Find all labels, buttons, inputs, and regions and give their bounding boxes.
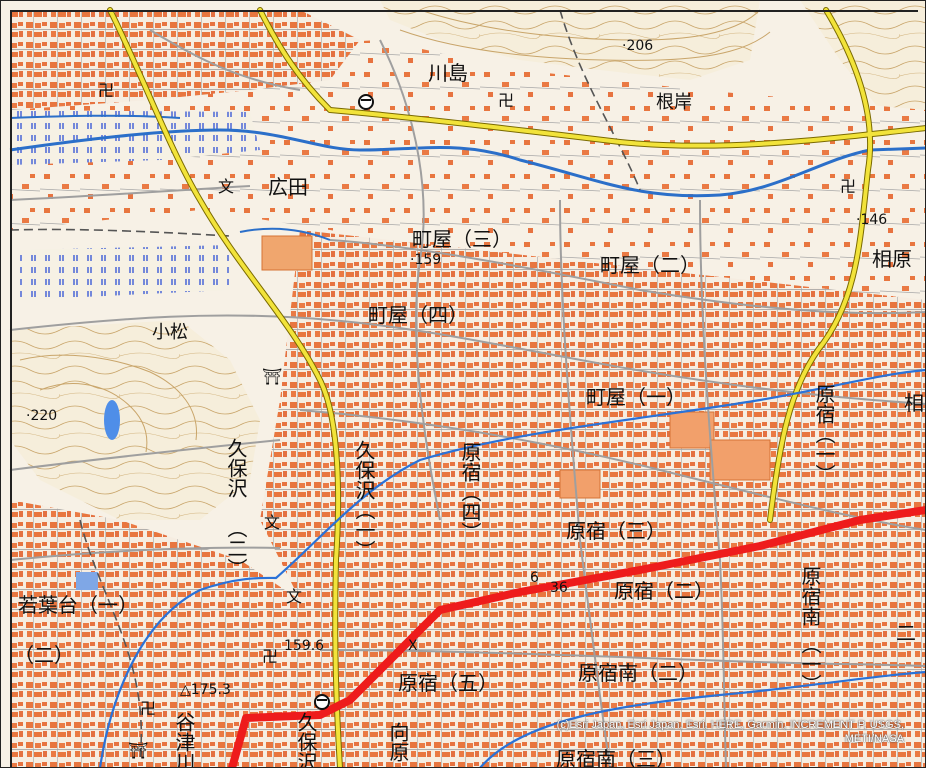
label-wakabadai-1: 若葉台（一） bbox=[18, 593, 138, 617]
label-machiya-1: 町屋（一） bbox=[586, 385, 686, 409]
label-harajukuminami-2: 原宿南（二） bbox=[578, 661, 698, 685]
label-machiya-4: 町屋（四） bbox=[368, 303, 468, 327]
label-machiya-3: 町屋（三） bbox=[412, 227, 512, 251]
label-kubosawa-2: （二） bbox=[224, 518, 248, 578]
minor-road-network bbox=[9, 29, 926, 768]
post-office-symbols bbox=[314, 94, 374, 710]
river-main bbox=[9, 128, 926, 198]
admin-boundaries bbox=[9, 9, 641, 761]
elevation-146: ·146 bbox=[856, 212, 887, 228]
blue-line-lower bbox=[479, 670, 926, 768]
label-harajuku-2: 原宿（二） bbox=[614, 579, 714, 603]
route-number-label: 6 bbox=[530, 570, 539, 586]
label-harajukuminami-3: 原宿南（三） bbox=[556, 747, 676, 768]
label-harajuku-3: 原宿（三） bbox=[566, 519, 666, 543]
label-kubosawa: 久保沢 bbox=[224, 438, 248, 498]
temple-icon: 卍 bbox=[140, 699, 156, 718]
label-kubosawa-1: 久保沢（一） bbox=[352, 440, 376, 560]
contour-lines bbox=[19, 9, 771, 453]
temple-icon: 卍 bbox=[498, 91, 514, 110]
school-icon: 文 bbox=[264, 513, 280, 532]
police-box-icon: X bbox=[408, 638, 418, 654]
temple-icon: 卍 bbox=[840, 177, 856, 196]
road-yellow-north bbox=[328, 108, 926, 148]
temple-symbols: 卍 卍 卍 卍 卍 bbox=[98, 81, 856, 718]
road-yellow-northwest bbox=[258, 8, 332, 112]
label-edge-so: 相 bbox=[904, 391, 924, 415]
label-edge-ni: 二 bbox=[896, 621, 916, 645]
urban-area-southwest bbox=[10, 500, 300, 768]
label-kawashima: 川島 bbox=[428, 61, 468, 85]
label-mukaihara: 向原 bbox=[386, 722, 410, 762]
elevation-36: 36 bbox=[550, 580, 568, 596]
building-large-1 bbox=[669, 411, 715, 449]
building-large-2 bbox=[559, 469, 601, 499]
temple-icon: 卍 bbox=[262, 647, 278, 666]
elevation-220: ·220 bbox=[26, 408, 57, 424]
elevation-206: ·206 bbox=[622, 38, 653, 54]
shrine-symbols: ⛩ ⛩ bbox=[128, 367, 282, 760]
hill-area-northeast bbox=[800, 0, 926, 120]
label-komatsu: 小松 bbox=[152, 322, 188, 343]
label-negishi: 根岸 bbox=[656, 92, 692, 113]
school-icon: 文 bbox=[218, 177, 234, 196]
school-symbols: 文 文 文 bbox=[218, 177, 302, 606]
hill-area-west bbox=[10, 320, 260, 520]
label-kubosawa-bottom: 久保沢 bbox=[294, 712, 318, 768]
label-harajukuminami: 原宿南 bbox=[798, 566, 822, 626]
elevation-175-3: △175.3 bbox=[180, 682, 231, 698]
building-large-3 bbox=[709, 439, 771, 481]
label-harajuku-1: 原宿（一） bbox=[812, 384, 836, 484]
stream-hirota bbox=[239, 227, 331, 241]
shrine-icon: ⛩ bbox=[128, 741, 148, 760]
attribution-line-2: METI/NASA bbox=[844, 733, 904, 745]
elevation-159-6: 159.6 bbox=[284, 638, 324, 654]
school-icon: 文 bbox=[286, 587, 302, 606]
paddy-fields-west bbox=[20, 245, 230, 300]
school-hirota bbox=[261, 235, 313, 271]
blue-line-upper bbox=[98, 368, 926, 768]
red-route bbox=[228, 506, 926, 768]
shrine-icon: ⛩ bbox=[262, 367, 282, 386]
paddy-fields-north bbox=[10, 110, 260, 165]
road-yellow-east bbox=[768, 8, 873, 522]
urban-area-central bbox=[260, 230, 926, 768]
pond-west bbox=[104, 400, 120, 440]
label-harajuku-4: 原宿（四） bbox=[458, 442, 482, 542]
label-harajukuminami-1: （一） bbox=[798, 634, 822, 694]
pond-wakabadai bbox=[76, 572, 98, 590]
label-aihara: 相原 bbox=[872, 247, 912, 271]
map-attribution: (c)Esri Japan, Esri Japan, Esri, HERE, G… bbox=[484, 718, 904, 746]
label-harajuku-5: 原宿（五） bbox=[398, 671, 498, 695]
road-yellow-west bbox=[108, 8, 342, 768]
police-box-symbols: X bbox=[408, 638, 418, 654]
label-machiya-2: 町屋（二） bbox=[600, 253, 700, 277]
post-office-icon bbox=[314, 694, 330, 710]
label-wakabadai-2: （二） bbox=[14, 643, 74, 667]
label-hirota: 広田 bbox=[268, 175, 308, 199]
label-yatsugawa: 谷津川 bbox=[172, 712, 196, 768]
attribution-line-1: (c)Esri Japan, Esri Japan, Esri, HERE, G… bbox=[556, 719, 904, 731]
temple-icon: 卍 bbox=[98, 81, 114, 100]
post-office-icon bbox=[358, 94, 374, 110]
elevation-159: ·159 bbox=[410, 252, 441, 268]
